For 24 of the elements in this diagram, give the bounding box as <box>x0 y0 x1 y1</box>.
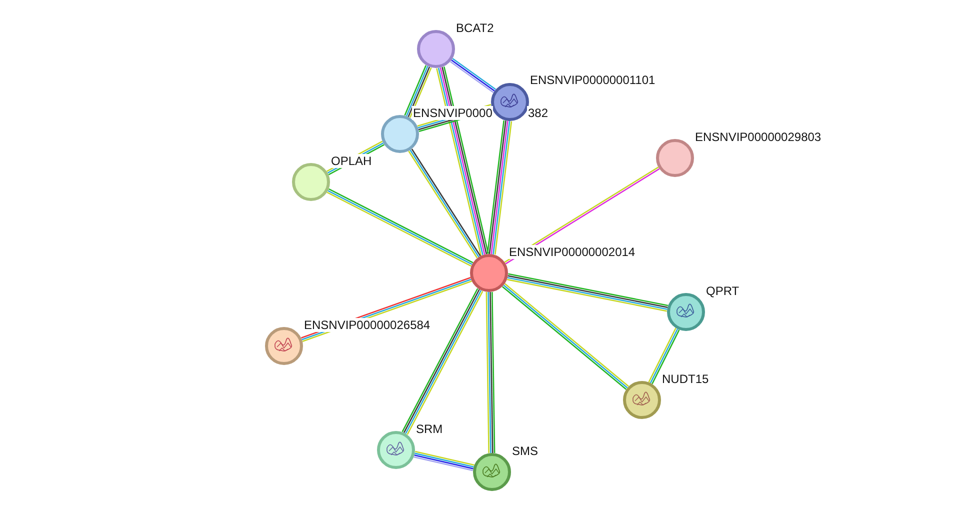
interaction-line <box>326 188 474 267</box>
interaction-line <box>408 148 481 258</box>
protein-label: ENSNVIP00000029803 <box>694 130 822 144</box>
protein-label: NUDT15 <box>661 372 710 386</box>
interaction-line <box>486 292 496 454</box>
protein-label: BCAT2 <box>455 21 495 35</box>
protein-label: ENSNVIP00000001101 <box>529 73 656 87</box>
interaction-line <box>402 288 484 435</box>
protein-label: 382 <box>527 106 550 120</box>
interaction-line <box>486 120 512 255</box>
protein-label: SMS <box>511 444 540 458</box>
interaction-line <box>450 58 496 93</box>
protein-label: ENSNVIP0000 <box>412 106 494 120</box>
interaction-line <box>506 273 668 312</box>
protein-label: OPLAH <box>330 154 373 168</box>
protein-label: ENSNVIP00000002014 <box>508 245 636 259</box>
interaction-line <box>404 65 432 118</box>
interaction-line <box>436 66 489 256</box>
interaction-line <box>414 450 474 472</box>
protein-label: ENSNVIP00000026584 <box>303 318 432 332</box>
protein-label: QPRT <box>705 284 740 298</box>
interaction-line <box>502 283 630 390</box>
protein-label: SRM <box>415 422 444 436</box>
interaction-line <box>648 328 680 384</box>
